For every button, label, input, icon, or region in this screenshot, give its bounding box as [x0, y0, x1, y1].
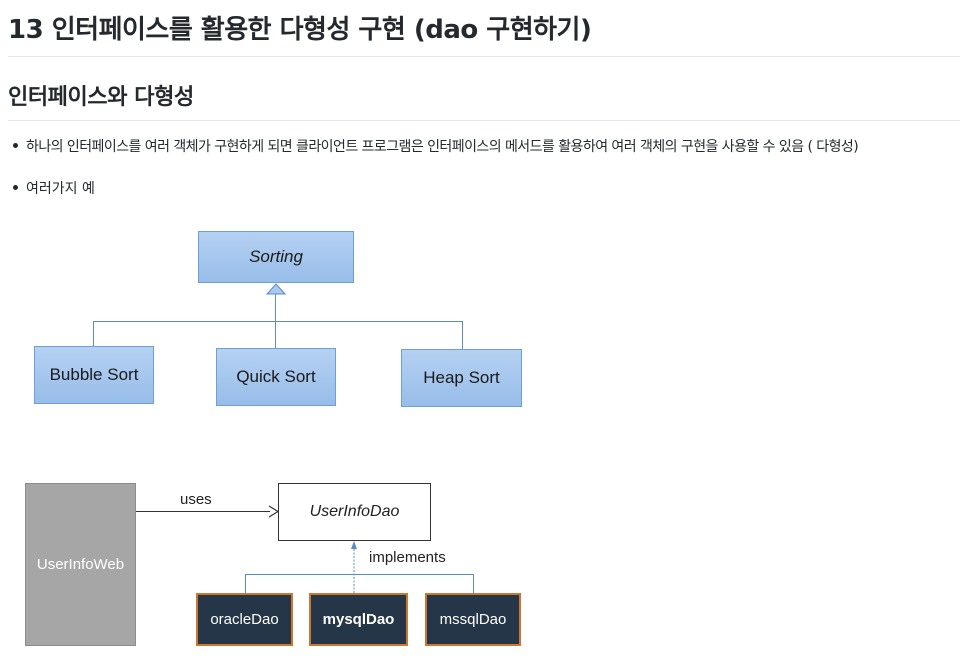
bubble-sort-box: Bubble Sort: [34, 346, 154, 404]
connector-line: [93, 321, 94, 347]
heap-sort-box: Heap Sort: [401, 349, 522, 407]
implements-arrow: [351, 541, 357, 594]
quick-sort-label: Quick Sort: [236, 367, 316, 386]
bubble-sort-label: Bubble Sort: [49, 365, 139, 384]
mssql-dao-label: mssqlDao: [439, 611, 507, 628]
connector-line: [93, 321, 463, 322]
quick-sort-box: Quick Sort: [216, 348, 336, 406]
page-title: 13 인터페이스를 활용한 다형성 구현 (dao 구현하기): [8, 9, 960, 57]
connector-line: [245, 574, 246, 595]
uses-label: uses: [180, 491, 212, 508]
sorting-interface-box: Sorting: [198, 231, 354, 283]
inheritance-arrow: [266, 283, 286, 295]
dao-interface-label: UserInfoDao: [309, 503, 400, 520]
mssql-dao-box: mssqlDao: [425, 593, 521, 646]
list-item: 여러가지 예: [13, 178, 95, 198]
oracle-dao-box: oracleDao: [196, 593, 293, 646]
connector-line: [462, 321, 463, 349]
client-label: UserInfoWeb: [36, 556, 125, 573]
section-heading: 인터페이스와 다형성: [8, 79, 960, 121]
client-box: UserInfoWeb: [25, 483, 136, 646]
implements-label: implements: [369, 549, 446, 566]
heap-sort-label: Heap Sort: [423, 368, 500, 387]
oracle-dao-label: oracleDao: [210, 611, 279, 628]
connector-line: [245, 574, 474, 575]
uses-arrow-line: [136, 511, 270, 512]
mysql-dao-label: mysqlDao: [322, 611, 395, 628]
sorting-interface-label: Sorting: [249, 247, 303, 266]
list-item: 하나의 인터페이스를 여러 객체가 구현하게 되면 클라이언트 프로그램은 인터…: [12, 136, 859, 156]
mysql-dao-box: mysqlDao: [309, 593, 408, 646]
connector-line: [473, 574, 474, 595]
dao-interface-box: UserInfoDao: [278, 483, 431, 541]
